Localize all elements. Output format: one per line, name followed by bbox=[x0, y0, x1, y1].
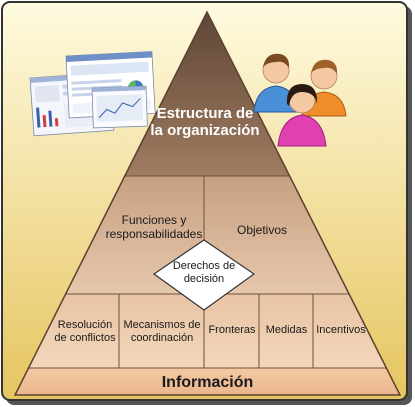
pyramid-outline bbox=[13, 10, 402, 396]
coordination-mechanisms-label: Mecanismos de coordinación bbox=[123, 319, 201, 344]
measures-label: Medidas bbox=[265, 323, 308, 336]
functions-label: Funciones y responsabilidades bbox=[105, 213, 203, 241]
decision-rights-diamond bbox=[152, 239, 256, 311]
borders-label: Fronteras bbox=[208, 323, 256, 336]
objectives-label: Objetivos bbox=[236, 223, 288, 238]
decision-rights-label: Derechos de decisión bbox=[172, 260, 236, 285]
information-label: Información bbox=[161, 373, 254, 391]
conflict-resolution-label: Resolución de conflictos bbox=[54, 319, 116, 344]
pyramid-base-band bbox=[15, 368, 400, 395]
organization-structure-label: Estructura de la organización bbox=[150, 104, 260, 139]
dashboard-screenshots-icon bbox=[29, 51, 156, 137]
people-group-icon bbox=[253, 53, 347, 147]
incentives-label: Incentivos bbox=[316, 323, 366, 336]
